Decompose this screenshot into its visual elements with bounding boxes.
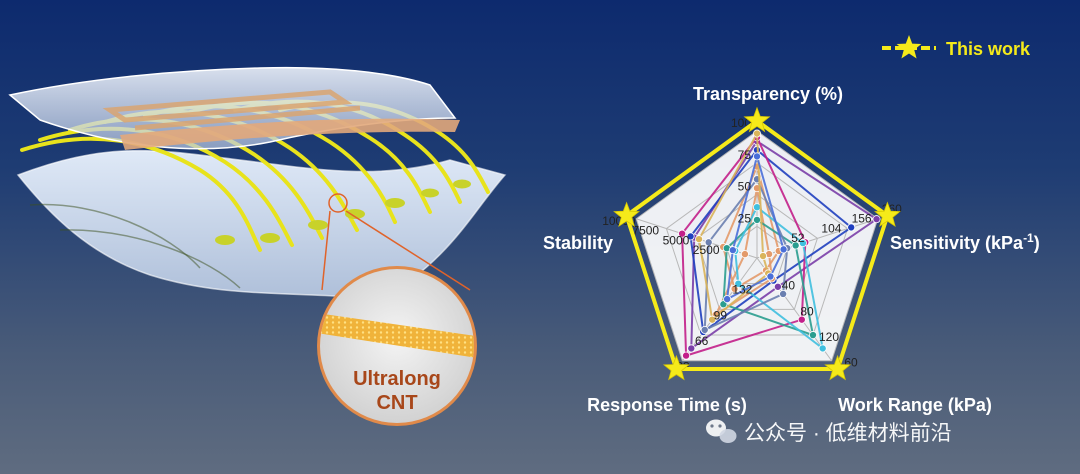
this-work-line xyxy=(624,118,890,371)
comparison-series-line xyxy=(713,187,773,318)
comparison-series-point xyxy=(773,282,782,291)
tick-label: 120 xyxy=(819,330,839,344)
inset-label-line1: Ultralong xyxy=(353,368,441,390)
comparison-series-line xyxy=(690,139,879,351)
comparison-series-point xyxy=(818,344,827,353)
this-work-star-point xyxy=(613,201,640,228)
tick-label: 104 xyxy=(821,221,841,235)
radar-this-work-series xyxy=(613,106,901,381)
this-work-star-point xyxy=(743,106,771,133)
radar-chart: 1007550252601561045216012080403366991321… xyxy=(543,84,1040,415)
comparison-series-line xyxy=(722,218,815,337)
watermark-text: 公众号 · 低维材料前沿 xyxy=(744,422,952,445)
comparison-series-point xyxy=(766,272,775,281)
comparison-series-point xyxy=(734,279,743,288)
comparison-series-line xyxy=(703,177,789,332)
comparison-series-point xyxy=(872,215,881,224)
comparison-series-point xyxy=(753,152,762,161)
comparison-series-point xyxy=(753,215,762,224)
electrode-pattern xyxy=(102,89,361,131)
comparison-series-line xyxy=(722,163,780,291)
comparison-series-point xyxy=(759,252,768,261)
copper-strip xyxy=(120,118,460,150)
comparison-series-line xyxy=(725,152,785,301)
nodules xyxy=(215,179,471,245)
inset-magnifier: Ultralong CNT xyxy=(317,266,477,426)
legend-star-shape xyxy=(896,35,922,59)
comparison-series-point xyxy=(791,241,800,250)
this-work-star-point xyxy=(662,354,690,381)
comparison-series-point xyxy=(708,315,717,324)
comparison-series-point xyxy=(704,238,713,247)
device-illustration xyxy=(8,66,507,301)
zoom-connector xyxy=(321,193,471,291)
comparison-series-point xyxy=(797,315,806,324)
comparison-series-line xyxy=(734,205,825,351)
tick-label: 75 xyxy=(738,148,752,162)
comparison-series-point xyxy=(686,232,695,241)
axis-label-work-range: Work Range (kPa) xyxy=(838,395,992,415)
legend-star-icon xyxy=(896,35,922,59)
grid-spoke xyxy=(681,257,758,362)
comparison-series-line xyxy=(697,129,770,322)
tick-label: 66 xyxy=(695,334,709,348)
comparison-series-point xyxy=(779,245,788,254)
tick-label: 5000 xyxy=(663,233,690,247)
top-film xyxy=(8,66,457,150)
comparison-series-point xyxy=(723,295,732,304)
comparison-series-point xyxy=(682,351,691,360)
comparison-series-point xyxy=(753,129,762,138)
this-work-star-point xyxy=(824,354,852,381)
comparison-series-point xyxy=(695,235,704,244)
comparison-series-point xyxy=(678,229,687,238)
wechat-icon xyxy=(706,419,737,443)
tick-label: 52 xyxy=(791,231,805,245)
legend-label: This work xyxy=(946,39,1031,59)
tick-label: 80 xyxy=(800,304,814,318)
tick-label: 132 xyxy=(732,283,752,297)
grid-ring xyxy=(696,193,818,310)
tick-label: 156 xyxy=(852,212,872,226)
comparison-series-point xyxy=(847,223,856,232)
comparison-series-line xyxy=(689,148,853,334)
tick-label: 7500 xyxy=(632,224,659,238)
axis-label-stability: Stability xyxy=(543,233,613,253)
radar-comparison-series xyxy=(678,129,881,360)
comparison-series-line xyxy=(681,135,807,357)
base-layer xyxy=(16,149,507,301)
tick-label: 2500 xyxy=(693,243,720,257)
watermark: 公众号 · 低维材料前沿 xyxy=(706,419,952,445)
axis-label-transparency: Transparency (%) xyxy=(693,84,843,104)
tick-label: 50 xyxy=(738,180,752,194)
comparison-series-point xyxy=(779,289,788,298)
axis-label-sensitivity: Sensitivity (kPa-1) xyxy=(890,231,1040,253)
comparison-series-point xyxy=(687,344,696,353)
comparison-series-point xyxy=(728,246,737,255)
this-work-star-point xyxy=(874,201,901,228)
legend: This work xyxy=(882,35,1031,59)
tick-label: 25 xyxy=(738,211,752,225)
grid-ring xyxy=(665,162,849,336)
comparison-series-point xyxy=(740,250,749,259)
comparison-series-point xyxy=(700,325,709,334)
tick-label: 40 xyxy=(782,279,796,293)
comparison-series-point xyxy=(808,331,817,340)
tick-label: 99 xyxy=(714,308,728,322)
inset-label-line2: CNT xyxy=(376,392,417,414)
axis-label-response-time: Response Time (s) xyxy=(587,395,747,415)
comparison-series-point xyxy=(798,239,807,248)
